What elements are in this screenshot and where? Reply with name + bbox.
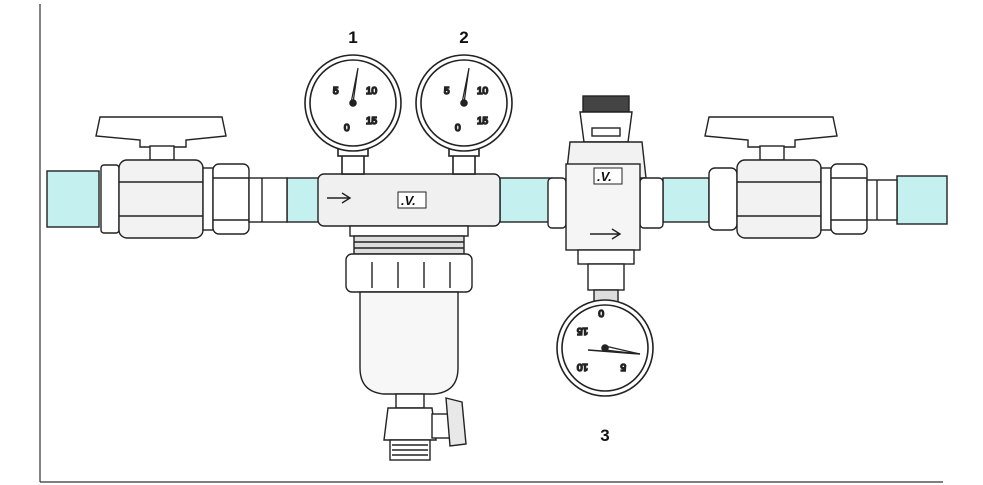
pipe-left-valve-to-filter: [286, 177, 320, 223]
filter-body: [317, 173, 501, 461]
gauge-3-scale-0: 0: [598, 307, 604, 318]
filter-brand-plate: .V.: [397, 191, 427, 209]
gauge-2-scale-0: 0: [455, 123, 461, 134]
pressure-gauge-3: 5 10 15 0: [556, 299, 654, 397]
gauge-1-scale-5: 5: [333, 86, 339, 97]
regulator-brand-mark: .V.: [597, 169, 612, 184]
gauge-3-scale-15: 15: [576, 325, 588, 336]
pipe-regulator-to-valve: [662, 177, 710, 223]
pressure-gauge-2: 5 10 15 0: [415, 54, 513, 175]
right-ball-valve: [704, 116, 898, 239]
pipe-right-outlet: [896, 175, 948, 225]
gauge-1-scale-0: 0: [344, 123, 350, 134]
callout-gauge-2: 2: [459, 28, 468, 47]
gauge-1-scale-15: 15: [366, 116, 378, 127]
gauge-2-scale-5: 5: [444, 86, 450, 97]
left-ball-valve: [95, 116, 288, 239]
filter-brand-mark: .V.: [401, 193, 416, 208]
pipe-filter-to-regulator: [499, 177, 553, 223]
pipe-left-inlet: [46, 170, 100, 228]
regulator-brand-plate: .V.: [593, 167, 623, 185]
gauge-3-scale-10: 10: [576, 361, 588, 372]
frame: [39, 4, 943, 483]
gauge-3-scale-5: 5: [620, 361, 626, 372]
callout-gauge-3: 3: [600, 426, 609, 445]
pipe-segments: [46, 170, 948, 228]
gauge-2-scale-15: 15: [477, 116, 489, 127]
gauge-1-scale-10: 10: [366, 86, 378, 97]
callout-gauge-1: 1: [348, 28, 357, 47]
gauge-2-scale-10: 10: [477, 86, 489, 97]
pressure-regulator: [547, 95, 664, 303]
pressure-gauge-1: 5 10 15 0: [304, 54, 402, 175]
